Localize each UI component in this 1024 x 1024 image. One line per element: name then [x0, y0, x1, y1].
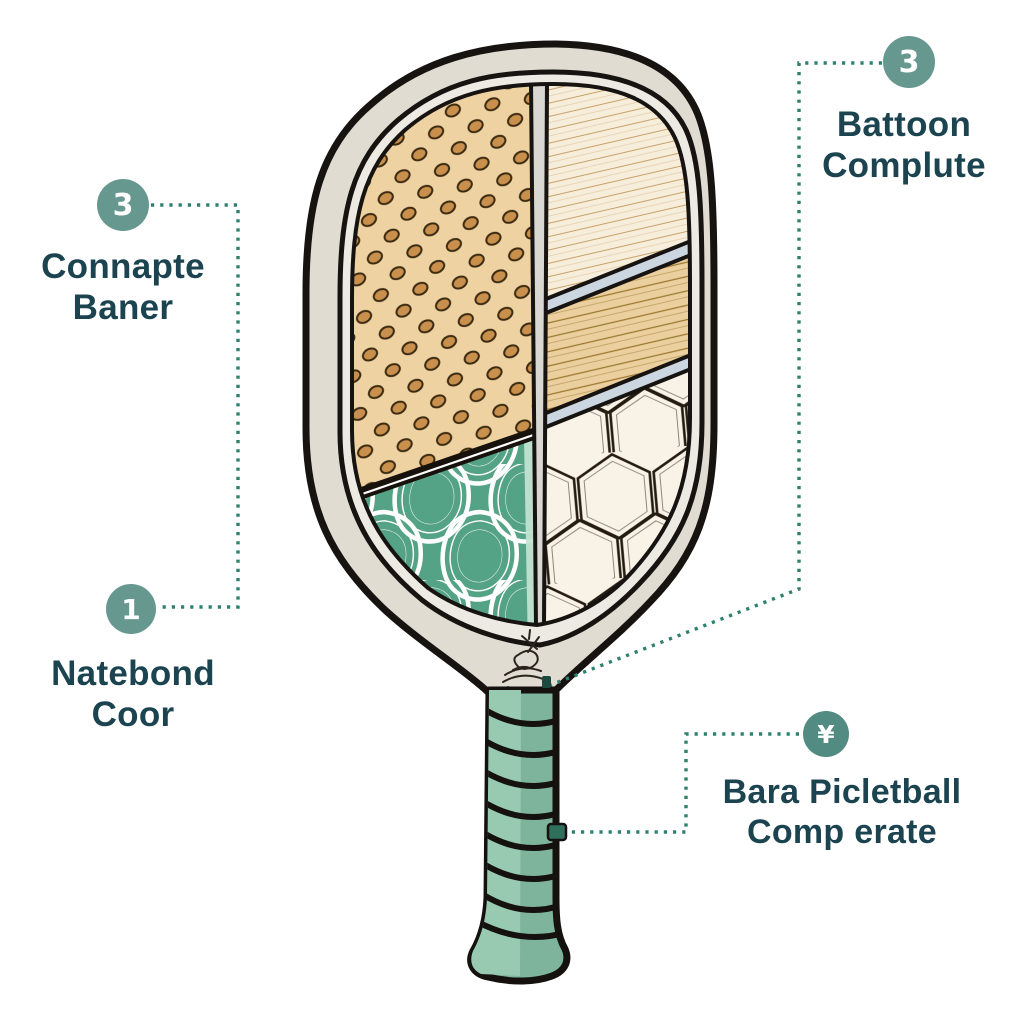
callout-label-top-right: Battoon Complute — [784, 104, 1024, 187]
callout-label-line: Complute — [822, 146, 986, 186]
paddle-face-outline — [350, 81, 692, 628]
callout-label-bottom-right: Bara Picletball Comp erate — [674, 772, 1010, 852]
diagonal-divider — [352, 424, 547, 508]
layer-divider-1 — [535, 229, 690, 319]
connector-end-tab-throat — [542, 676, 551, 688]
connector-end-tab-grip — [546, 822, 568, 842]
grip-wrap-lines — [474, 705, 567, 940]
surface-wood-mid-panel — [536, 238, 690, 424]
callout-label-line: Battoon — [836, 105, 972, 144]
connector-left — [151, 203, 240, 609]
layer-divider-2 — [535, 343, 690, 433]
connector-bottom-right — [558, 732, 799, 834]
callout-badge-top-left: 3 — [97, 179, 149, 231]
callout-label-line: Connapte — [41, 247, 205, 286]
callout-label-line: Coor — [91, 695, 175, 735]
callout-badge-bottom-right: ¥ — [803, 711, 849, 757]
callout-label-bottom-left: Natebond Coor — [10, 653, 256, 736]
callout-label-line: Baner — [72, 288, 174, 328]
callout-label-line: Natebond — [51, 654, 215, 693]
callout-badge-bottom-left: 1 — [106, 584, 156, 634]
grip-handle — [467, 686, 571, 985]
callout-badge-top-right: 3 — [883, 36, 935, 88]
callout-label-line: Comp erate — [746, 813, 938, 852]
callout-label-line: Bara Picletball — [722, 773, 962, 811]
core-green-hex-panel — [352, 432, 542, 625]
center-divider — [529, 84, 549, 625]
callout-label-top-left: Connapte Baner — [0, 246, 246, 329]
core-perforated-panel — [352, 84, 542, 502]
